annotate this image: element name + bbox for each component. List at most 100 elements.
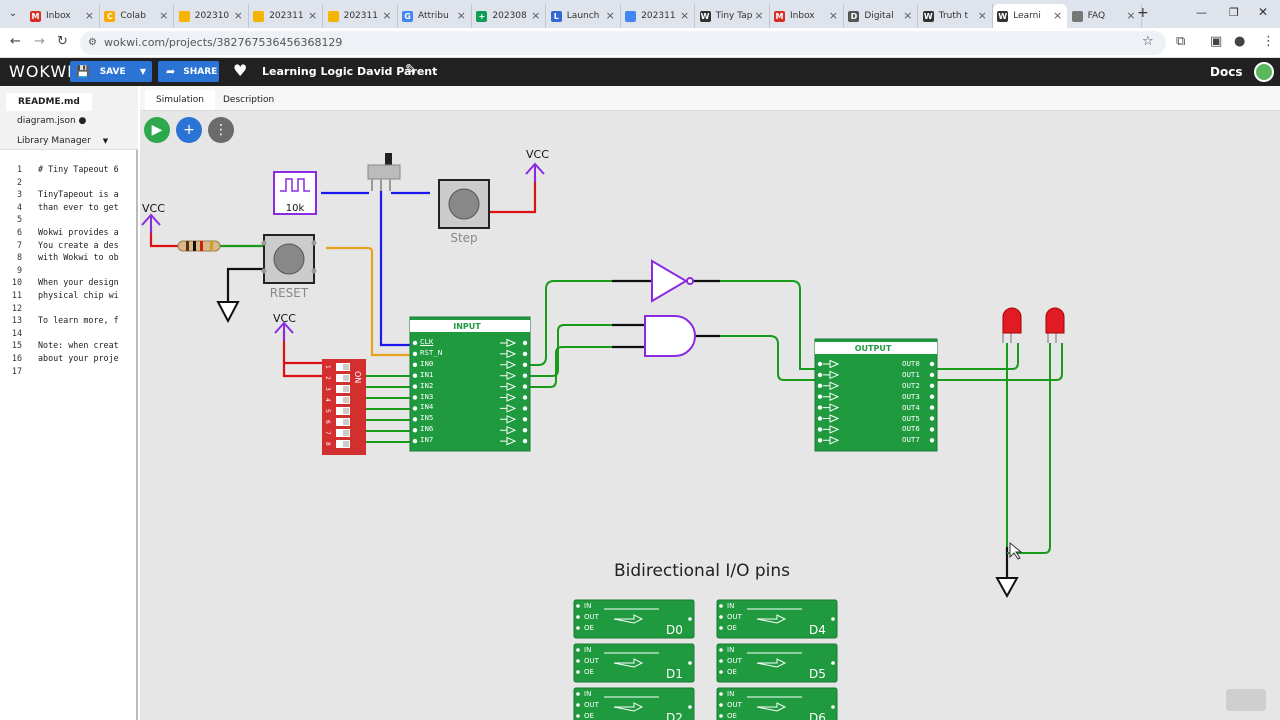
tab-close-icon[interactable]: × bbox=[977, 9, 987, 22]
project-title[interactable]: Learning Logic David Parent bbox=[262, 65, 438, 78]
chip-pin-pad bbox=[412, 340, 418, 346]
file-tab-library-manager[interactable]: Library Manager▼ bbox=[11, 134, 114, 148]
save-button[interactable]: 💾 SAVE ▼ bbox=[70, 61, 152, 82]
bookmark-star-icon[interactable]: ☆ bbox=[1142, 34, 1154, 49]
tab-close-icon[interactable]: × bbox=[605, 9, 615, 22]
simulation-canvas[interactable]: ▶ + ⋮ bbox=[140, 111, 1280, 720]
wire-reset-rstn bbox=[326, 246, 413, 357]
chip-pin-label: OUT3 bbox=[902, 391, 920, 401]
browser-tab[interactable]: 202311× bbox=[621, 4, 696, 28]
browser-tab[interactable]: FAQ × bbox=[1068, 4, 1142, 28]
forward-arrow-icon[interactable]: → bbox=[34, 34, 45, 49]
avatar[interactable] bbox=[1254, 62, 1274, 82]
more-options-button[interactable]: ⋮ bbox=[208, 117, 234, 143]
tab-close-icon[interactable]: × bbox=[1126, 9, 1136, 22]
tab-close-icon[interactable]: × bbox=[307, 9, 318, 22]
buffer-arrow bbox=[500, 425, 517, 435]
edit-pencil-icon[interactable]: ✎ bbox=[405, 62, 417, 78]
tab-close-icon[interactable]: × bbox=[1052, 9, 1063, 22]
save-dropdown-chevron-icon[interactable]: ▼ bbox=[139, 67, 146, 76]
browser-tab[interactable]: 202311× bbox=[249, 4, 324, 28]
line-number: 1 bbox=[16, 164, 22, 174]
tab-simulation[interactable]: Simulation bbox=[145, 90, 215, 110]
bidir-pin-label: OUT bbox=[727, 613, 743, 621]
chip-pin-pad bbox=[522, 406, 528, 411]
library-dropdown-icon[interactable]: ▼ bbox=[102, 137, 109, 145]
profile-icon[interactable]: ● bbox=[1234, 34, 1246, 49]
tab-close-icon[interactable]: × bbox=[754, 9, 764, 22]
menu-kebab-icon[interactable]: ⋮ bbox=[1262, 34, 1275, 49]
chip-pin-pad bbox=[522, 417, 528, 422]
side-panel-icon[interactable]: ▣ bbox=[1210, 34, 1223, 49]
ground-symbol-reset bbox=[216, 301, 240, 324]
tab-close-icon[interactable]: × bbox=[84, 9, 94, 22]
url-input[interactable]: ⚙ wokwi.com/projects/382767536456368129 bbox=[80, 31, 1166, 55]
tab-description[interactable]: Description bbox=[223, 95, 275, 105]
browser-tab[interactable]: 202310× bbox=[175, 4, 249, 28]
bidir-pin-pad bbox=[719, 648, 723, 652]
browser-tab[interactable]: 202311× bbox=[324, 4, 398, 28]
circuit-diagram[interactable]: VCC VCC VCC 10k bbox=[140, 111, 1280, 720]
tab-close-icon[interactable]: × bbox=[903, 9, 913, 22]
settings-bottom-icon[interactable] bbox=[1226, 689, 1266, 711]
dip-number: 4 bbox=[324, 398, 331, 402]
docs-link[interactable]: Docs bbox=[1210, 65, 1243, 79]
tab-favicon-icon: C bbox=[104, 10, 116, 22]
share-button[interactable]: ➦ SHARE bbox=[158, 61, 219, 82]
tab-close-icon[interactable]: × bbox=[828, 9, 838, 22]
favorite-heart-icon[interactable]: ♥ bbox=[233, 61, 248, 80]
chip-pin-label: RST_N bbox=[420, 347, 443, 357]
wokwi-logo[interactable]: WOKWI bbox=[9, 62, 73, 81]
chip-pin-pad bbox=[412, 351, 418, 357]
vcc-label-3: VCC bbox=[273, 312, 296, 325]
tab-close-icon[interactable]: × bbox=[456, 9, 466, 22]
start-simulation-button[interactable]: ▶ bbox=[144, 117, 170, 143]
tab-close-icon[interactable]: × bbox=[233, 9, 243, 22]
tab-close-icon[interactable]: × bbox=[679, 9, 690, 22]
code-line-text: To learn more, f bbox=[38, 315, 119, 326]
browser-tab[interactable]: +202308× bbox=[472, 4, 547, 28]
reload-icon[interactable]: ↻ bbox=[57, 34, 68, 49]
browser-tab-label: Learni bbox=[1013, 11, 1041, 21]
step-pushbutton bbox=[438, 179, 490, 229]
back-arrow-icon[interactable]: ← bbox=[10, 34, 21, 49]
site-info-icon[interactable]: ⚙ bbox=[88, 37, 97, 48]
dip-toggle-knob bbox=[343, 375, 349, 381]
share-arrow-icon: ➦ bbox=[166, 65, 176, 78]
line-number: 3 bbox=[16, 189, 22, 200]
new-tab-plus-icon[interactable]: + bbox=[1137, 5, 1149, 21]
browser-tab-label: FAQ bbox=[1087, 11, 1106, 21]
vcc-arrow-1 bbox=[141, 213, 161, 233]
tab-close-icon[interactable]: × bbox=[531, 9, 541, 22]
file-tab-readme[interactable]: README.md bbox=[6, 93, 92, 111]
tab-close-icon[interactable]: × bbox=[159, 9, 169, 22]
file-tab-diagram[interactable]: diagram.json ● bbox=[11, 114, 92, 128]
add-part-button[interactable]: + bbox=[176, 117, 202, 143]
code-line-text: Wokwi provides a bbox=[38, 226, 119, 237]
restore-icon[interactable]: ❐ bbox=[1229, 6, 1239, 19]
extensions-icon[interactable]: ⧉ bbox=[1176, 34, 1186, 49]
bidir-pin-label: OUT bbox=[727, 657, 743, 665]
bidir-block-label: D2 bbox=[666, 711, 683, 720]
chip-pin-pad bbox=[817, 438, 823, 443]
output-chip-title: OUTPUT bbox=[855, 344, 892, 353]
chip-pin-pad bbox=[412, 428, 418, 433]
tab-search-chevron-icon[interactable]: ⌄ bbox=[8, 8, 18, 19]
minimize-icon[interactable]: — bbox=[1196, 6, 1207, 19]
close-window-icon[interactable]: ✕ bbox=[1258, 5, 1269, 19]
chip-pin-pad bbox=[412, 362, 418, 367]
tab-close-icon[interactable]: × bbox=[382, 9, 392, 22]
